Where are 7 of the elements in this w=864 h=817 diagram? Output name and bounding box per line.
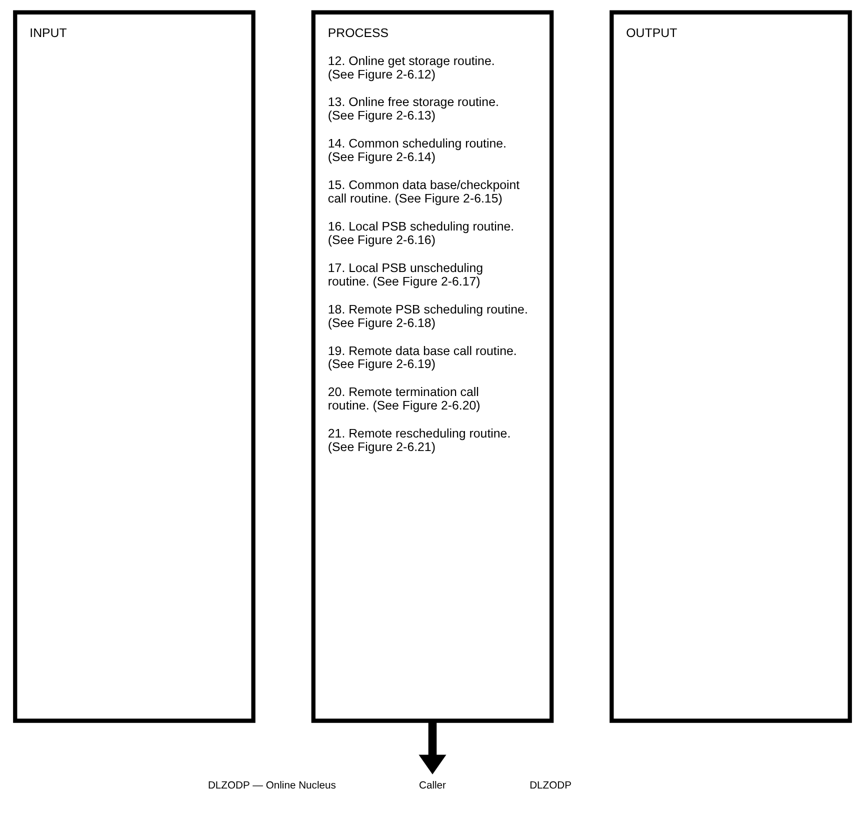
label: DLZODP — Online Nucleus <box>207 780 336 792</box>
node-box: PROCESS 12. Online get storage routine. (See Figure 2-6.12) 13. Online free storage routine. (See Figure 2-6.13) 14. Common scheduling routine. (See Figure 2-6.14) 15. Common data base/checkpoint call routine. (See Figure 2-6.15) 16. Local PSB scheduling routine. (See Figure 2-6.16) 17. Local PSB unscheduling routine. (See Figure 2-6.17) 18. Remote PSB scheduling routine. (See Figure 2-6.18) 19. Remote data base call routine. (See Figure 2-6.19) 20. Remote termination call routine. (See Figure 2-6.20) 21. Remote rescheduling routine. (See Figure 2-6.21) <box>310 10 554 723</box>
node-box: INPUT <box>12 10 255 723</box>
node-box: OUTPUT <box>609 10 852 723</box>
label: DLZODP <box>529 780 572 792</box>
node-text: Caller <box>418 780 446 792</box>
arrow <box>418 721 446 774</box>
